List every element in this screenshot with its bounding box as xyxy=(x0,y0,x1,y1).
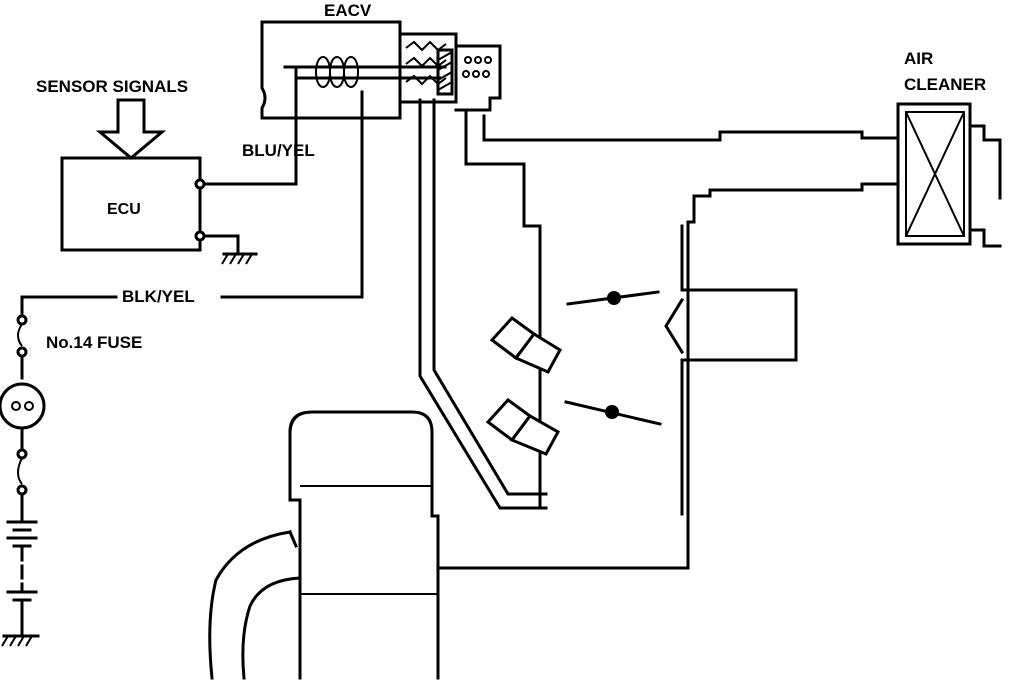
ecu-ground xyxy=(202,234,258,265)
sensor-signals-label: SENSOR SIGNALS xyxy=(36,77,189,96)
throttle-body xyxy=(564,224,798,516)
air-cleaner-label-line1: AIR xyxy=(904,49,934,68)
sensor-signal-arrow xyxy=(95,98,167,160)
air-cleaner-label-line2: CLEANER xyxy=(904,75,987,94)
intake-manifold xyxy=(208,410,440,680)
blk-yel-wire xyxy=(20,90,364,318)
air-cleaner xyxy=(896,102,1002,248)
blu-yel-label: BLU/YEL xyxy=(242,141,315,160)
intake-duct xyxy=(436,108,900,570)
bypass-tube xyxy=(418,98,548,510)
injector-upper xyxy=(489,315,562,374)
blk-yel-label: BLK/YEL xyxy=(122,287,195,306)
eacv-label: EACV xyxy=(324,1,372,20)
ecu-label: ECU xyxy=(107,201,141,218)
blu-yel-wire xyxy=(202,65,298,186)
eacv-valve xyxy=(260,20,502,120)
injector-lower xyxy=(485,397,561,456)
fuse-label: No.14 FUSE xyxy=(46,333,143,352)
power-supply-chain xyxy=(0,314,46,647)
